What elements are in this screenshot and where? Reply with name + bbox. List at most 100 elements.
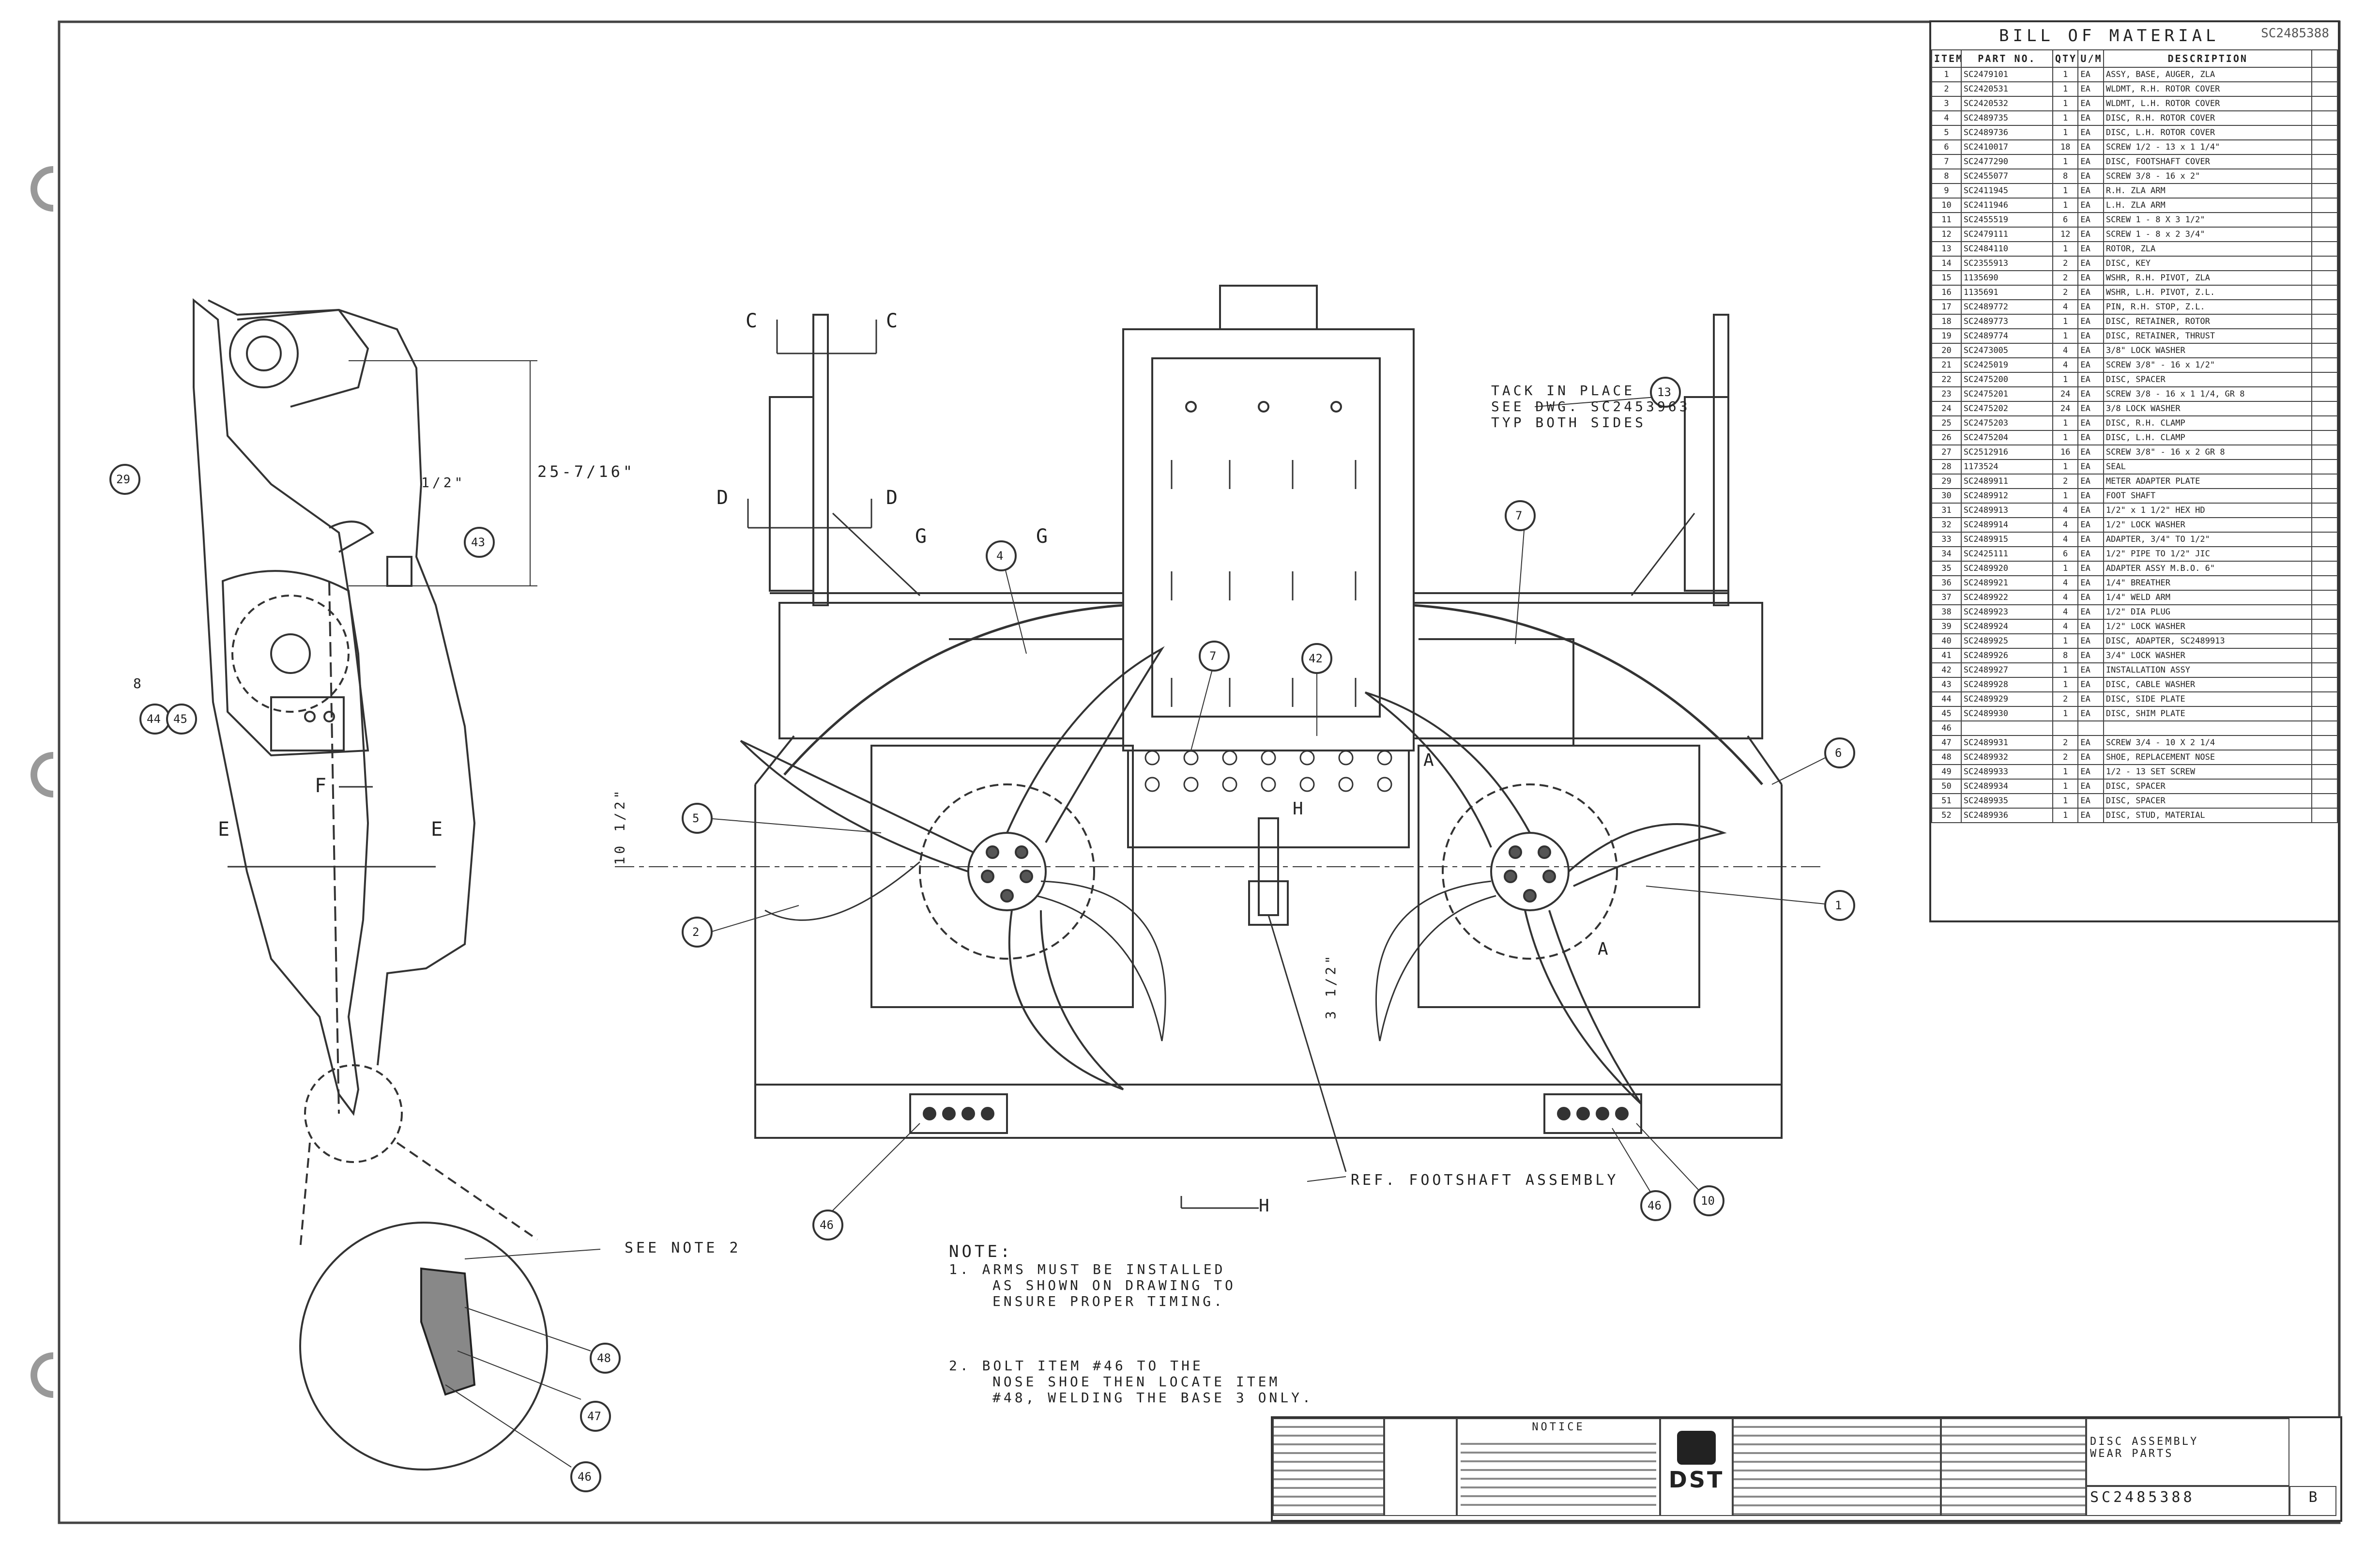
section-label-g-right: G	[1036, 525, 1051, 548]
bom-cell-uom: EA	[2077, 474, 2104, 489]
bom-cell-rev	[2311, 750, 2338, 765]
bom-cell-uom: EA	[2077, 154, 2104, 169]
dimension-vertical-left: 10 1/2"	[611, 787, 628, 865]
bom-title: BILL OF MATERIAL	[1999, 26, 2220, 46]
binder-holes	[31, 166, 54, 1398]
bom-cell-uom: EA	[2077, 793, 2104, 809]
bom-cell-description: SCREW 1 - 8 x 2 3/4"	[2103, 227, 2313, 242]
bom-cell-rev	[2311, 183, 2338, 199]
bom-cell-rev	[2311, 444, 2338, 460]
bom-cell-rev	[2311, 372, 2338, 387]
bom-cell-uom: EA	[2077, 517, 2104, 533]
bom-cell-qty: 24	[2052, 401, 2079, 416]
front-view	[615, 285, 1840, 1221]
balloon-4: 4	[996, 549, 1004, 563]
bom-cell-qty: 24	[2052, 386, 2079, 402]
bom-cell-uom: EA	[2077, 648, 2104, 663]
bom-cell-uom: EA	[2077, 546, 2104, 562]
notice-title: NOTICE	[1532, 1421, 1585, 1433]
bom-cell-description: FOOT SHAFT	[2103, 488, 2313, 504]
bom-cell-rev	[2311, 633, 2338, 649]
section-label-c-left: C	[746, 310, 761, 332]
notice-box: NOTICE	[1457, 1418, 1660, 1516]
bom-cell-part: SC2489774	[1960, 328, 2053, 344]
bom-cell-part: SC2489936	[1960, 808, 2053, 823]
bom-cell-uom: EA	[2077, 662, 2104, 678]
balloon-43: 43	[471, 536, 485, 549]
bom-cell-description: INSTALLATION ASSY	[2103, 662, 2313, 678]
bom-cell-rev	[2311, 561, 2338, 576]
balloon-2: 2	[692, 925, 700, 939]
bom-cell-description: SCREW 1 - 8 X 3 1/2"	[2103, 212, 2313, 228]
drawing-title-line-2: WEAR PARTS	[2090, 1448, 2174, 1460]
note-2-line-2: NOSE SHOE THEN LOCATE ITEM	[992, 1374, 1281, 1390]
bom-cell-qty: 8	[2052, 648, 2079, 663]
bom-cell-uom: EA	[2077, 735, 2104, 751]
bom-cell-part: SC2489930	[1960, 706, 2053, 721]
section-label-e-right: E	[431, 818, 446, 841]
bom-cell-part: SC2475202	[1960, 401, 2053, 416]
bom-cell-description: DISC, CABLE WASHER	[2103, 677, 2313, 692]
bom-cell-qty: 1	[2052, 67, 2079, 82]
bom-cell-qty: 1	[2052, 314, 2079, 329]
bom-cell-description: SCREW 3/8 - 16 x 2"	[2103, 168, 2313, 184]
bom-cell-part	[1960, 720, 2053, 736]
notice-text	[1461, 1436, 1656, 1509]
bom-cell-part: SC2489735	[1960, 110, 2053, 126]
bom-cell-description: DISC, ADAPTER, SC2489913	[2103, 633, 2313, 649]
bom-cell-part: SC2455077	[1960, 168, 2053, 184]
bom-cell-item: 9	[1931, 183, 1962, 199]
bom-cell-part: SC2425111	[1960, 546, 2053, 562]
section-label-h-bottom: H	[1259, 1196, 1272, 1216]
drawing-number: SC2485388	[2090, 1489, 2195, 1506]
bom-cell-part: SC2475204	[1960, 430, 2053, 445]
bom-cell-part: SC2489933	[1960, 764, 2053, 780]
bom-cell-item: 27	[1931, 444, 1962, 460]
bom-cell-description: DISC, SPACER	[2103, 372, 2313, 387]
company-address	[1941, 1418, 2086, 1516]
bom-cell-qty: 1	[2052, 430, 2079, 445]
bom-cell-qty: 1	[2052, 488, 2079, 504]
bom-cell-uom: EA	[2077, 285, 2104, 300]
bom-cell-description: DISC, KEY	[2103, 256, 2313, 271]
bom-cell-description: 1/2 - 13 SET SCREW	[2103, 764, 2313, 780]
item-balloons	[109, 377, 1855, 1492]
bom-cell-qty: 1	[2052, 96, 2079, 111]
bom-cell-part: SC2489921	[1960, 575, 2053, 591]
bom-cell-description: 3/8 LOCK WASHER	[2103, 401, 2313, 416]
bom-cell-uom: EA	[2077, 633, 2104, 649]
bom-cell-description: DISC, STUD, MATERIAL	[2103, 808, 2313, 823]
bom-cell-uom: EA	[2077, 444, 2104, 460]
bom-cell-item: 24	[1931, 401, 1962, 416]
bom-cell-description: 1/2" PIPE TO 1/2" JIC	[2103, 546, 2313, 562]
bom-cell-item: 43	[1931, 677, 1962, 692]
notes-block: NOTE: 1. ARMS MUST BE INSTALLED AS SHOWN…	[949, 1242, 1313, 1406]
bom-cell-description: 1/2" LOCK WASHER	[2103, 517, 2313, 533]
approvals	[1733, 1418, 1941, 1516]
bom-cell-part: SC2455519	[1960, 212, 2053, 228]
bom-cell-item: 44	[1931, 691, 1962, 707]
bom-cell-description: DISC, SIDE PLATE	[2103, 691, 2313, 707]
bom-col-qty: QTY	[2052, 49, 2079, 68]
bom-cell-item: 10	[1931, 198, 1962, 213]
bom-cell-qty: 2	[2052, 270, 2079, 286]
bom-cell-part: SC2420531	[1960, 81, 2053, 97]
bom-cell-rev	[2311, 488, 2338, 504]
balloon-46-right: 46	[1648, 1199, 1662, 1212]
bom-cell-item: 30	[1931, 488, 1962, 504]
balloon-6: 6	[1835, 746, 1842, 760]
bom-cell-qty: 1	[2052, 372, 2079, 387]
bom-cell-item: 4	[1931, 110, 1962, 126]
bom-cell-item: 34	[1931, 546, 1962, 562]
